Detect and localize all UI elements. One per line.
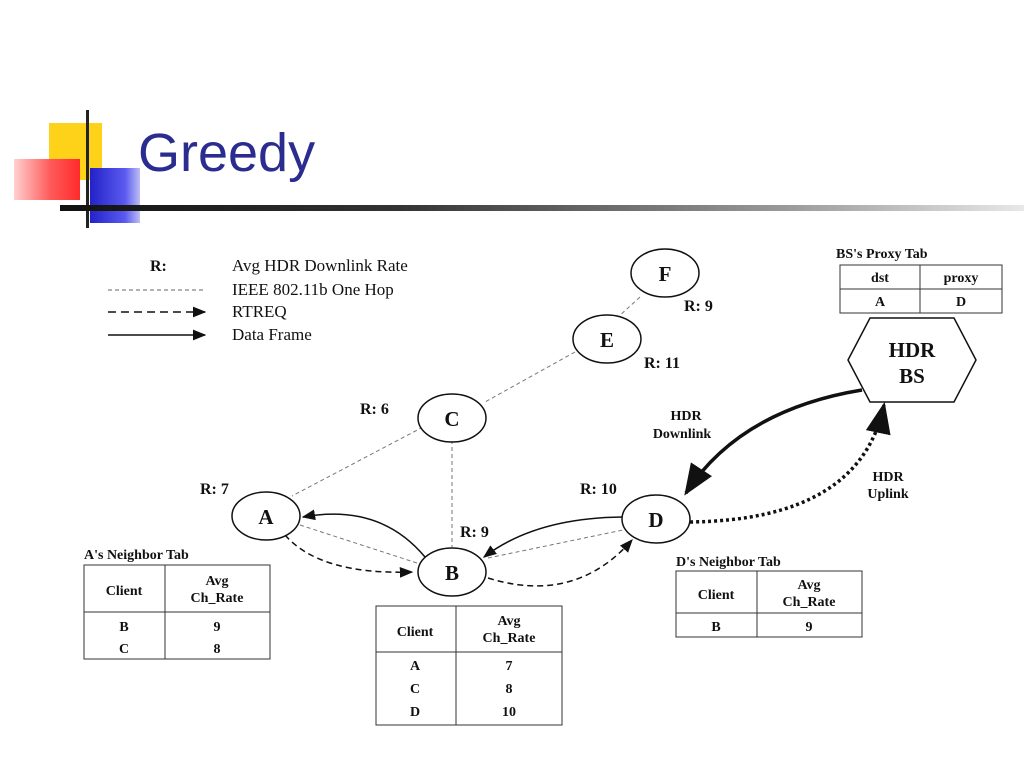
legend-r-key: R: (150, 258, 167, 275)
arrow-B-to-A (301, 509, 426, 558)
b-table-col-avg: Avg (497, 614, 520, 629)
node-B-label: B (445, 561, 459, 585)
a-table-col-avg: Avg (205, 574, 228, 589)
link-F-E (616, 296, 641, 319)
legend: R: Avg HDR Downlink Rate IEEE 802.11b On… (108, 256, 408, 344)
slide-deco-vertical-line (86, 110, 89, 228)
b-table-cell: A (410, 659, 421, 674)
rtreq-B-to-D (487, 538, 633, 587)
proxy-table: BS's Proxy Tab dst proxy A D (836, 247, 1003, 314)
a-table-cell: C (119, 642, 129, 657)
b-table-col-chrate: Ch_Rate (483, 631, 536, 646)
hdr-downlink-arrow (684, 388, 863, 496)
uplink-label-1: HDR (872, 470, 904, 485)
proxy-cell: A (875, 295, 886, 310)
arrow-D-to-B (482, 516, 623, 558)
a-table-col-client: Client (106, 584, 143, 599)
hdr-uplink-arrow (689, 401, 891, 524)
proxy-table-title: BS's Proxy Tab (836, 247, 928, 262)
node-D (621, 494, 691, 544)
a-table-cell: B (119, 620, 128, 635)
bs-line1: HDR (889, 338, 937, 362)
slide-title: Greedy (138, 123, 316, 183)
d-table-title: D's Neighbor Tab (676, 555, 781, 570)
rate-E: R: 11 (644, 355, 680, 372)
d-table-col-avg: Avg (797, 578, 820, 593)
bs-line2: BS (899, 364, 925, 388)
proxy-cell: D (956, 295, 966, 310)
link-B-D (487, 529, 624, 559)
d-table-col-client: Client (698, 588, 735, 603)
node-C (417, 393, 487, 443)
node-F-label: F (659, 262, 672, 286)
b-table-cell: 10 (502, 705, 516, 720)
d-table-col-chrate: Ch_Rate (783, 595, 836, 610)
link-E-C (484, 351, 576, 403)
a-table-cell: 8 (214, 642, 221, 657)
rate-B: R: 9 (460, 524, 489, 541)
d-table-cell: B (711, 620, 720, 635)
a-table-title: A's Neighbor Tab (84, 548, 189, 563)
a-table-cell: 9 (214, 620, 221, 635)
b-table-col-client: Client (397, 625, 434, 640)
proxy-col-proxy: proxy (944, 271, 979, 286)
link-A-B (299, 524, 421, 565)
node-E-label: E (600, 328, 614, 352)
proxy-col-dst: dst (871, 271, 889, 286)
rate-A: R: 7 (200, 481, 229, 498)
a-table-col-chrate: Ch_Rate (191, 591, 244, 606)
rate-D: R: 10 (580, 481, 617, 498)
downlink-label-2: Downlink (653, 427, 712, 442)
title-underline (60, 205, 1024, 211)
node-F (630, 248, 700, 298)
node-C-label: C (444, 407, 459, 431)
uplink-label-2: Uplink (867, 487, 908, 502)
hdr-bs-hexagon (847, 317, 977, 403)
link-C-A (291, 426, 424, 497)
one-hop-links (291, 296, 641, 565)
legend-hop-desc: IEEE 802.11b One Hop (232, 280, 394, 299)
rate-F: R: 9 (684, 298, 713, 315)
b-neighbor-table: Client Avg Ch_Rate A 7 C 8 D 10 (375, 605, 563, 726)
a-neighbor-table: A's Neighbor Tab Client Avg Ch_Rate B 9 … (83, 548, 271, 660)
b-table-cell: D (410, 705, 420, 720)
node-A-label: A (258, 505, 274, 529)
d-table-cell: 9 (806, 620, 813, 635)
data-frame-arrows (301, 509, 623, 558)
b-table-cell: 7 (506, 659, 513, 674)
legend-r-desc: Avg HDR Downlink Rate (232, 256, 408, 275)
b-table-cell: C (410, 682, 420, 697)
node-A (231, 491, 301, 541)
downlink-label-1: HDR (670, 409, 702, 424)
b-table-cell: 8 (506, 682, 513, 697)
node-D-label: D (648, 508, 663, 532)
legend-rtreq-desc: RTREQ (232, 302, 287, 321)
rtreq-A-to-B (284, 534, 414, 578)
node-B (417, 547, 487, 597)
d-neighbor-table: D's Neighbor Tab Client Avg Ch_Rate B 9 (675, 555, 863, 638)
node-E (572, 314, 642, 364)
slide-deco-blue-square (90, 168, 140, 223)
rtreq-arrows (284, 534, 633, 587)
slide-deco-red-square (14, 159, 80, 200)
legend-data-desc: Data Frame (232, 325, 312, 344)
rate-C: R: 6 (360, 401, 389, 418)
